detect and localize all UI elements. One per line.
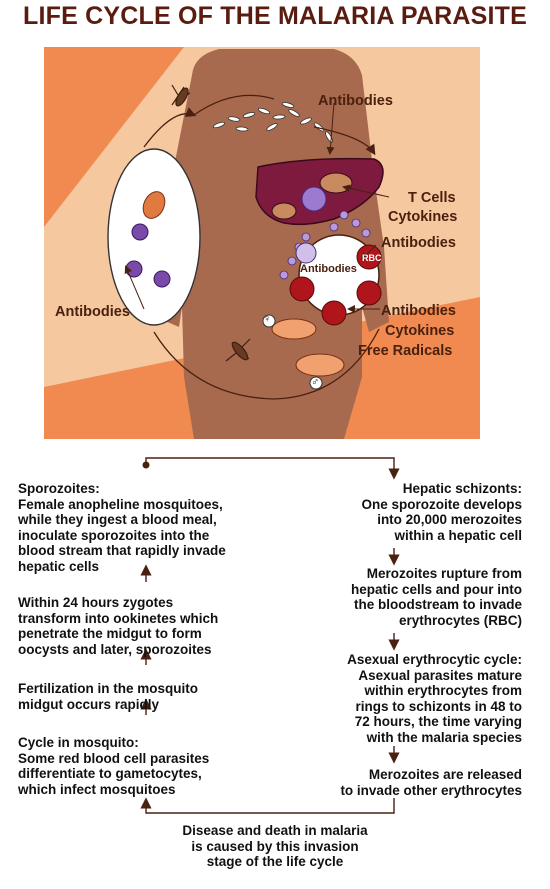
flow-connectors xyxy=(140,457,400,814)
text-line: hepatic cells xyxy=(18,558,100,574)
right-step-merozoites-rupture: Merozoites rupture from hepatic cells an… xyxy=(351,566,522,628)
label-antibodies-top: Antibodies xyxy=(318,93,393,109)
life-cycle-illustration xyxy=(44,47,480,439)
flow-arrow xyxy=(145,457,400,480)
text-line: with the malaria species xyxy=(366,729,522,745)
cycle-arrow xyxy=(153,328,380,400)
text-line: One sporozoite develops xyxy=(361,496,522,512)
zygote xyxy=(131,223,149,241)
text-line: is caused by this invasion xyxy=(191,838,359,854)
text-line: Asexual parasites mature xyxy=(358,667,522,683)
text-line: Hepatic schizonts: xyxy=(402,481,522,496)
text-line: Female anopheline mosquitoes, xyxy=(18,496,223,512)
oocyst xyxy=(142,191,166,219)
text-line: Disease and death in malaria xyxy=(182,823,368,838)
text-line: 72 hours, the time varying xyxy=(354,714,522,730)
schizont xyxy=(295,242,317,264)
gametocyte xyxy=(153,270,171,288)
text-line: penetrate the midgut to form xyxy=(18,626,202,642)
text-line: inoculate sporozoites into the xyxy=(18,527,210,543)
text-line: Fertilization in the mosquito xyxy=(18,681,198,696)
text-line: Some red blood cell parasites xyxy=(18,750,210,766)
leader-line xyxy=(124,265,145,310)
text-line: differentiate to gametocytes, xyxy=(18,766,202,782)
left-step-fertilization: Fertilization in the mosquito midgut occ… xyxy=(18,681,198,712)
liver-cell xyxy=(271,202,297,220)
text-line: Sporozoites: xyxy=(18,481,100,496)
left-step-mosquito-cycle: Cycle in mosquito: Some red blood cell p… xyxy=(18,735,209,797)
text-line: hepatic cells and pour into xyxy=(350,581,522,597)
label-rbc: RBC xyxy=(362,253,382,263)
female-symbol-ring xyxy=(262,314,276,328)
text-line: to invade other erythrocytes xyxy=(340,782,522,798)
cycle-arrow xyxy=(313,126,376,156)
red-blood-cell xyxy=(356,280,382,306)
hepatic-schizont xyxy=(301,186,327,212)
female-symbol: ♀ xyxy=(263,313,272,325)
mosquito-midgut xyxy=(107,148,201,326)
text-line: while they ingest a blood meal, xyxy=(18,512,217,528)
label-antibodies-low: Antibodies xyxy=(381,303,456,319)
text-line: midgut occurs rapidly xyxy=(18,696,160,712)
label-antibodies-left: Antibodies xyxy=(55,304,130,320)
right-step-merozoites-released: Merozoites are released to invade other … xyxy=(340,767,522,798)
label-antibodies-mid: Antibodies xyxy=(381,235,456,251)
label-t-cells: T Cells xyxy=(408,190,456,206)
text-line: stage of the life cycle xyxy=(206,854,344,870)
text-line: rings to schizonts in 48 to xyxy=(355,698,522,714)
right-step-asexual-cycle: Asexual erythrocytic cycle: Asexual para… xyxy=(347,652,522,746)
background-stripe-top xyxy=(44,47,184,227)
text-line: the bloodstream to invade xyxy=(353,597,522,613)
text-line: erythrocytes (RBC) xyxy=(398,612,522,628)
gametocyte xyxy=(125,260,143,278)
text-line: Within 24 hours zygotes xyxy=(18,595,174,610)
left-step-zygotes: Within 24 hours zygotes transform into o… xyxy=(18,595,218,657)
mosquito-icon xyxy=(225,338,251,362)
red-blood-cell xyxy=(289,276,315,302)
text-line: Cycle in mosquito: xyxy=(18,735,139,750)
text-line: Merozoites are released xyxy=(368,767,522,782)
gametocyte-female xyxy=(271,318,317,340)
page-title: LIFE CYCLE OF THE MALARIA PARASITE xyxy=(22,2,528,30)
text-line: into 20,000 merozoites xyxy=(377,512,522,528)
left-step-sporozoites: Sporozoites: Female anopheline mosquitoe… xyxy=(18,481,226,575)
cycle-arrow xyxy=(193,94,275,116)
liver-cell xyxy=(319,172,353,194)
red-blood-cell xyxy=(321,300,347,326)
text-line: oocysts and later, sporozoites xyxy=(18,641,212,657)
mosquito-icon xyxy=(171,84,191,107)
text-line: blood stream that rapidly invade xyxy=(18,543,226,559)
label-free-radicals: Free Radicals xyxy=(358,343,453,359)
leader-line xyxy=(360,244,377,261)
text-line: Merozoites rupture from xyxy=(366,566,522,581)
sporozoite-stream xyxy=(212,102,333,143)
text-line: transform into ookinetes which xyxy=(18,610,219,626)
text-line: within erythrocytes from xyxy=(364,683,522,699)
right-step-hepatic-schizonts: Hepatic schizonts: One sporozoite develo… xyxy=(361,481,522,543)
leader-line xyxy=(326,102,335,155)
gametocyte-male xyxy=(295,353,345,377)
text-line: which infect mosquitoes xyxy=(18,781,176,797)
text-line: within a hepatic cell xyxy=(394,527,522,543)
male-symbol-ring xyxy=(309,376,323,390)
bottom-note: Disease and death in malaria is caused b… xyxy=(145,823,405,870)
text-line: Asexual erythrocytic cycle: xyxy=(347,652,522,667)
flow-arrow xyxy=(140,797,395,814)
leader-line xyxy=(342,184,390,198)
label-cytokines-1: Cytokines xyxy=(388,209,458,225)
label-antibodies-circle: Antibodies xyxy=(300,263,357,275)
cycle-arrow xyxy=(143,107,197,148)
male-symbol: ♂ xyxy=(311,376,320,388)
label-cytokines-2: Cytokines xyxy=(385,323,455,339)
